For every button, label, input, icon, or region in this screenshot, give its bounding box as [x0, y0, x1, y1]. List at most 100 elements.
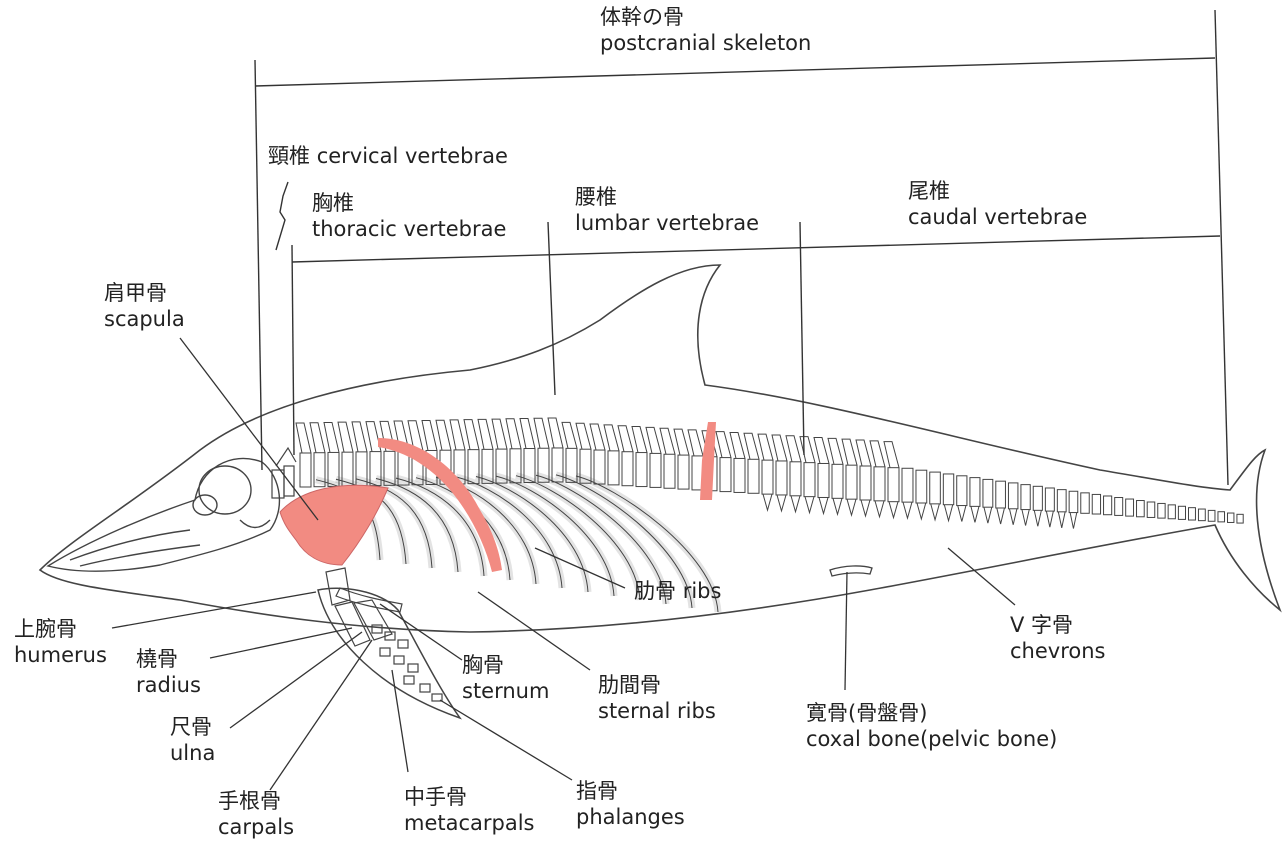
- label-en: chevrons: [1010, 638, 1105, 664]
- chevron: [931, 504, 940, 520]
- chevron: [833, 498, 842, 514]
- vertebra: [1104, 496, 1112, 515]
- vertebra: [957, 476, 967, 506]
- vertebra: [1198, 509, 1205, 521]
- label-en: scapula: [104, 306, 185, 332]
- vertebra: [1188, 508, 1195, 520]
- neural-spine: [576, 423, 591, 449]
- chevron: [805, 497, 814, 513]
- label-ja: 体幹の骨: [600, 4, 811, 30]
- label-en: lumbar vertebrae: [575, 210, 759, 236]
- label-en: coxal bone(pelvic bone): [806, 726, 1057, 752]
- vertebra: [622, 452, 633, 486]
- chevron: [861, 500, 870, 516]
- label-sternum: 胸骨 sternum: [462, 652, 549, 704]
- neural-spine: [730, 432, 745, 458]
- vertebra: [874, 467, 885, 501]
- neural-spine: [744, 433, 759, 459]
- neural-spine: [520, 419, 535, 449]
- label-cervical-vertebrae: 頸椎 cervical vertebrae: [268, 143, 508, 169]
- chevron: [1009, 509, 1016, 525]
- label-ja: 胸椎: [312, 190, 506, 216]
- label-ja: 上腕骨: [14, 616, 107, 642]
- vertebra: [1208, 510, 1215, 521]
- neural-spine: [590, 424, 605, 450]
- vertebra: [860, 466, 871, 500]
- label-ja: 肋間骨: [598, 672, 716, 698]
- neural-spine: [884, 442, 899, 468]
- vertebra: [608, 451, 619, 485]
- label-phalanges: 指骨 phalanges: [576, 778, 685, 830]
- vertebra: [650, 453, 661, 487]
- chevron: [971, 506, 979, 522]
- label-lumbar-vertebrae: 腰椎 lumbar vertebrae: [575, 184, 759, 236]
- label-en: metacarpals: [404, 810, 535, 836]
- vertebra: [846, 465, 857, 499]
- neural-spine: [450, 420, 465, 450]
- vertebra: [594, 450, 605, 484]
- vertebra: [1045, 488, 1054, 511]
- label-metacarpals: 中手骨 metacarpals: [404, 784, 535, 836]
- vertebra: [790, 462, 801, 496]
- label-ja: 胸骨: [462, 652, 549, 678]
- neural-spine: [758, 434, 773, 460]
- neural-spine: [660, 428, 675, 454]
- region-brackets: [255, 10, 1228, 485]
- label-scapula: 肩甲骨 scapula: [104, 280, 185, 332]
- vertebra: [1126, 499, 1134, 516]
- label-en: cervical vertebrae: [317, 144, 508, 168]
- vertebra: [996, 481, 1006, 508]
- vertebra: [1168, 505, 1175, 519]
- vertebra: [636, 453, 647, 487]
- chevron: [944, 505, 952, 521]
- cervical-vertebrae-bones: [272, 448, 296, 498]
- neural-spine: [716, 432, 731, 458]
- vertebra: [832, 464, 843, 498]
- flipper-outline: [318, 588, 460, 718]
- neural-spine: [548, 418, 563, 448]
- vertebra: [1237, 514, 1243, 523]
- neural-spine: [688, 430, 703, 456]
- vertebra: [1081, 493, 1089, 513]
- label-ja: 尾椎: [908, 178, 1087, 204]
- neural-spine: [352, 422, 367, 452]
- label-en: ulna: [170, 740, 215, 766]
- neural-spine: [786, 436, 801, 462]
- vertebra: [1069, 491, 1078, 512]
- vertebra: [1218, 512, 1225, 522]
- vertebra: [734, 458, 745, 492]
- neural-spine: [506, 419, 521, 449]
- neural-spine: [674, 429, 689, 455]
- vertebra: [1178, 506, 1185, 519]
- label-postcranial-skeleton: 体幹の骨 postcranial skeleton: [600, 4, 811, 56]
- vertebra: [748, 459, 759, 493]
- chevron: [984, 507, 992, 523]
- label-ja: 手根骨: [218, 788, 294, 814]
- vertebra: [804, 463, 815, 497]
- label-en: radius: [136, 672, 201, 698]
- label-chevrons: V 字骨 chevrons: [1010, 612, 1105, 664]
- label-en: carpals: [218, 814, 294, 840]
- chevron: [763, 494, 772, 510]
- chevron: [1022, 510, 1029, 526]
- label-caudal-vertebrae: 尾椎 caudal vertebrae: [908, 178, 1087, 230]
- vertebra: [720, 458, 731, 492]
- label-ja: 尺骨: [170, 714, 215, 740]
- neural-spine: [296, 423, 311, 453]
- vertebra: [1228, 513, 1234, 522]
- neural-spine: [814, 437, 829, 463]
- neural-spine: [646, 427, 661, 453]
- chevron: [791, 496, 800, 512]
- chevron: [777, 495, 786, 511]
- label-humerus: 上腕骨 humerus: [14, 616, 107, 668]
- neural-spine: [310, 423, 325, 453]
- label-ulna: 尺骨 ulna: [170, 714, 215, 766]
- neural-spine: [856, 440, 871, 466]
- vertebra: [1008, 483, 1017, 509]
- label-ja: 中手骨: [404, 784, 535, 810]
- chevron: [997, 508, 1005, 524]
- label-ja: 寛骨(骨盤骨): [806, 700, 1057, 726]
- vertebra: [902, 468, 913, 502]
- label-ja: 腰椎: [575, 184, 759, 210]
